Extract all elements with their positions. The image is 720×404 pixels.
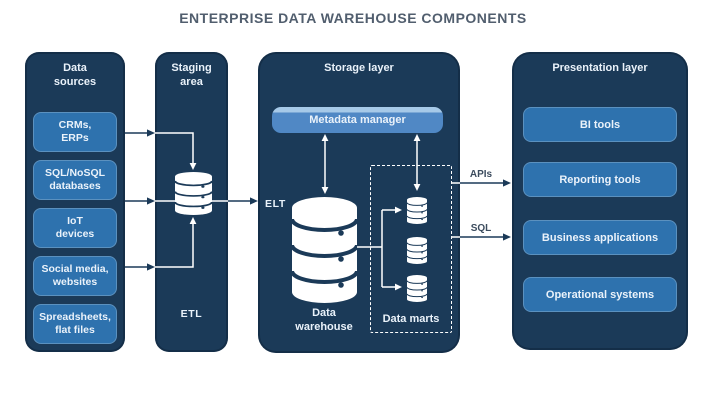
- sql-flow-label: SQL: [470, 223, 492, 234]
- panel-header-data-sources: Data sources: [53, 62, 97, 89]
- apis-arrow: [452, 179, 511, 187]
- source-item-social-media: Social media, websites: [33, 256, 117, 296]
- apis-flow-label: APIs: [469, 169, 493, 180]
- presentation-item-reporting-tools: Reporting tools: [523, 162, 677, 197]
- data-mart-database-icon: [407, 237, 427, 264]
- data-mart-database-icon: [407, 275, 427, 302]
- source-item-crms-erps: CRMs, ERPs: [33, 112, 117, 152]
- source-item-spreadsheets: Spreadsheets, flat files: [33, 304, 117, 344]
- panel-header-storage-layer: Storage layer: [324, 62, 394, 74]
- sources-to-staging-arrows: [125, 129, 155, 271]
- data-mart-database-icon: [407, 197, 427, 224]
- etl-label: ETL: [180, 308, 203, 320]
- elt-label: ELT: [265, 198, 286, 210]
- data-warehouse-database-icon: [292, 197, 357, 303]
- presentation-item-operational-systems: Operational systems: [523, 277, 677, 312]
- source-item-iot-devices: IoT devices: [33, 208, 117, 248]
- presentation-item-business-applications: Business applications: [523, 220, 677, 255]
- data-marts-label: Data marts: [382, 313, 440, 325]
- data-warehouse-label: Data warehouse: [295, 307, 353, 334]
- source-item-sql-nosql: SQL/NoSQL databases: [33, 160, 117, 200]
- panel-data-sources: Data sources CRMs, ERPs SQL/NoSQL databa…: [25, 52, 125, 352]
- panel-staging-area: Staging area ETL: [155, 52, 228, 352]
- staging-to-storage-arrow: [228, 197, 258, 205]
- sql-arrow: [452, 233, 511, 241]
- presentation-item-bi-tools: BI tools: [523, 107, 677, 142]
- panel-presentation-layer: Presentation layer BI tools Reporting to…: [512, 52, 688, 350]
- panel-storage-layer: Storage layer Metadata manager ELT Data …: [258, 52, 460, 353]
- metadata-manager: Metadata manager: [272, 107, 443, 133]
- panel-header-staging-area: Staging area: [171, 62, 212, 89]
- staging-database-icon: [175, 172, 212, 215]
- diagram-title: ENTERPRISE DATA WAREHOUSE COMPONENTS: [179, 10, 527, 26]
- panel-header-presentation-layer: Presentation layer: [552, 62, 648, 74]
